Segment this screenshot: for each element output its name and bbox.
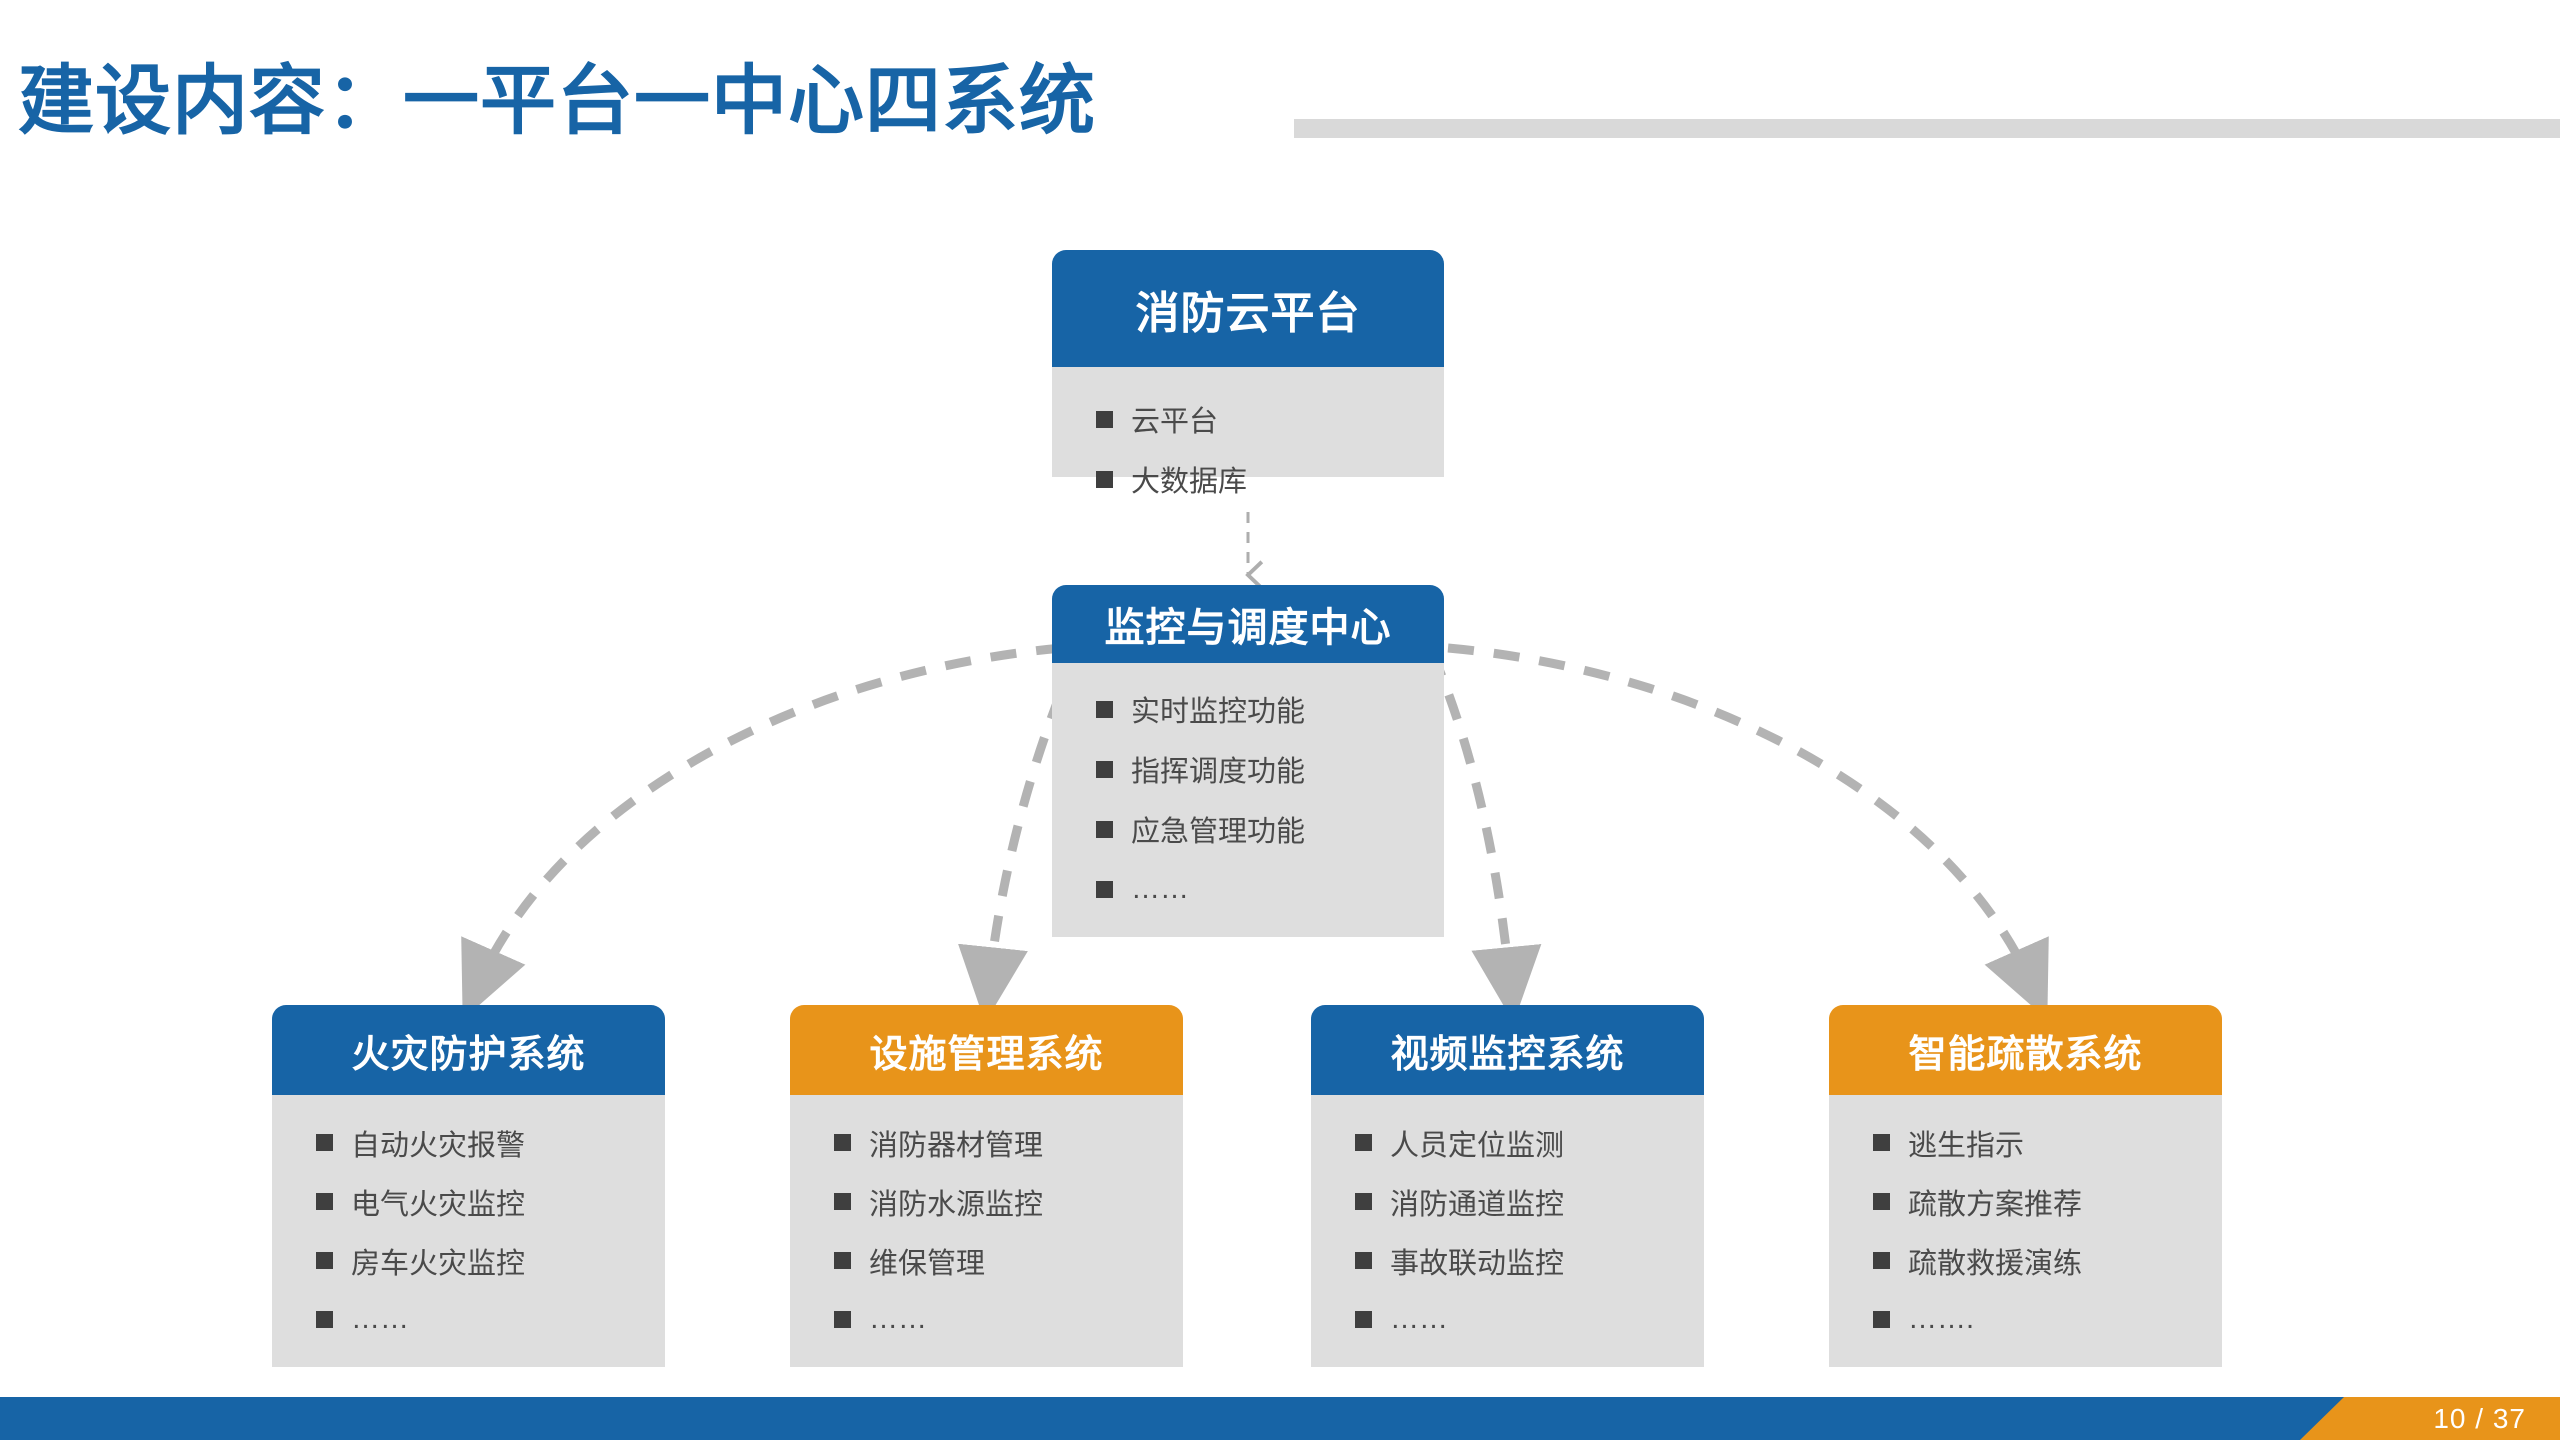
list-item: 房车火灾监控 [272, 1231, 665, 1290]
list-item: 事故联动监控 [1311, 1231, 1704, 1290]
footer-accent-shape [2300, 1397, 2560, 1440]
card-system-smart-evacuation[interactable]: 智能疏散系统 逃生指示 疏散方案推荐 疏散救援演练 ……. [1829, 1005, 2222, 1367]
card-system-fire-protection-header: 火灾防护系统 [272, 1005, 665, 1095]
list-item-label: 消防通道监控 [1390, 1188, 1565, 1221]
square-bullet-icon [316, 1252, 333, 1269]
list-item: ……. [1829, 1290, 2222, 1349]
card-platform[interactable]: 消防云平台 云平台 大数据库 [1052, 250, 1444, 498]
square-bullet-icon [316, 1193, 333, 1210]
list-item-label: 电气火灾监控 [351, 1188, 526, 1221]
list-item: …… [272, 1290, 665, 1349]
card-platform-body: 云平台 大数据库 [1052, 367, 1444, 498]
list-item-label: 指挥调度功能 [1131, 756, 1306, 788]
square-bullet-icon [1096, 880, 1113, 898]
square-bullet-icon [316, 1311, 333, 1328]
card-system-video-surveillance-header: 视频监控系统 [1311, 1005, 1704, 1095]
list-item: 应急管理功能 [1052, 799, 1444, 859]
page-title: 建设内容：一平台一中心四系统 [18, 59, 1096, 144]
footer-bar [0, 1397, 2560, 1440]
list-item-label: 消防水源监控 [869, 1188, 1044, 1221]
list-item-label: 消防器材管理 [869, 1129, 1044, 1162]
card-system-video-surveillance[interactable]: 视频监控系统 人员定位监测 消防通道监控 事故联动监控 …… [1311, 1005, 1704, 1367]
list-item: 云平台 [1052, 389, 1444, 449]
square-bullet-icon [1355, 1311, 1372, 1328]
square-bullet-icon [1096, 820, 1113, 838]
card-system-smart-evacuation-body: 逃生指示 疏散方案推荐 疏散救援演练 ……. [1829, 1095, 2222, 1367]
list-item-label: 实时监控功能 [1131, 696, 1306, 728]
list-item: …… [1311, 1290, 1704, 1349]
list-item-label: 疏散救援演练 [1908, 1247, 2083, 1280]
list-item-label: …… [1390, 1303, 1448, 1335]
list-item: 实时监控功能 [1052, 679, 1444, 739]
square-bullet-icon [1873, 1252, 1890, 1269]
list-item: 疏散救援演练 [1829, 1231, 2222, 1290]
list-item: …… [790, 1290, 1183, 1349]
square-bullet-icon [834, 1311, 851, 1328]
list-item: 电气火灾监控 [272, 1172, 665, 1231]
square-bullet-icon [1873, 1311, 1890, 1328]
list-item-label: …… [869, 1303, 927, 1335]
card-system-fire-protection-body: 自动火灾报警 电气火灾监控 房车火灾监控 …… [272, 1095, 665, 1367]
page-number: 10 / 37 [2433, 1403, 2526, 1434]
list-item-label: 房车火灾监控 [351, 1247, 526, 1280]
square-bullet-icon [1096, 760, 1113, 778]
card-system-facility-management-header: 设施管理系统 [790, 1005, 1183, 1095]
square-bullet-icon [834, 1252, 851, 1269]
card-system-facility-management-body: 消防器材管理 消防水源监控 维保管理 …… [790, 1095, 1183, 1367]
list-item-label: 云平台 [1131, 406, 1219, 438]
square-bullet-icon [834, 1193, 851, 1210]
square-bullet-icon [1355, 1134, 1372, 1151]
list-item: 消防通道监控 [1311, 1172, 1704, 1231]
list-item: 疏散方案推荐 [1829, 1172, 2222, 1231]
square-bullet-icon [316, 1134, 333, 1151]
square-bullet-icon [1096, 410, 1113, 428]
list-item-label: …… [351, 1303, 409, 1335]
list-item-label: 应急管理功能 [1131, 816, 1306, 848]
list-item-label: 大数据库 [1131, 466, 1248, 498]
list-item-label: 人员定位监测 [1390, 1129, 1565, 1162]
list-item: 人员定位监测 [1311, 1113, 1704, 1172]
list-item: 自动火灾报警 [272, 1113, 665, 1172]
list-item-label: 事故联动监控 [1390, 1247, 1565, 1280]
list-item: 指挥调度功能 [1052, 739, 1444, 799]
card-system-fire-protection[interactable]: 火灾防护系统 自动火灾报警 电气火灾监控 房车火灾监控 …… [272, 1005, 665, 1367]
square-bullet-icon [1096, 470, 1113, 488]
card-control-center-header: 监控与调度中心 [1052, 585, 1444, 663]
list-item: 消防器材管理 [790, 1113, 1183, 1172]
square-bullet-icon [1873, 1134, 1890, 1151]
list-item: 大数据库 [1052, 449, 1444, 509]
list-item-label: ……. [1908, 1303, 1975, 1335]
square-bullet-icon [1873, 1193, 1890, 1210]
list-item: 消防水源监控 [790, 1172, 1183, 1231]
list-item: …… [1052, 859, 1444, 919]
connector-center-to-system-3 [1447, 643, 2049, 1020]
list-item: 维保管理 [790, 1231, 1183, 1290]
square-bullet-icon [1355, 1193, 1372, 1210]
square-bullet-icon [834, 1134, 851, 1151]
card-system-smart-evacuation-header: 智能疏散系统 [1829, 1005, 2222, 1095]
list-item-label: 维保管理 [869, 1247, 986, 1280]
card-platform-header: 消防云平台 [1052, 250, 1444, 367]
title-rule-decoration [1294, 119, 2560, 138]
card-control-center-body: 实时监控功能 指挥调度功能 应急管理功能 …… [1052, 663, 1444, 937]
list-item-label: 疏散方案推荐 [1908, 1188, 2083, 1221]
list-item: 逃生指示 [1829, 1113, 2222, 1172]
card-control-center[interactable]: 监控与调度中心 实时监控功能 指挥调度功能 应急管理功能 …… [1052, 585, 1444, 937]
card-system-facility-management[interactable]: 设施管理系统 消防器材管理 消防水源监控 维保管理 …… [790, 1005, 1183, 1367]
square-bullet-icon [1355, 1252, 1372, 1269]
card-system-video-surveillance-body: 人员定位监测 消防通道监控 事故联动监控 …… [1311, 1095, 1704, 1367]
list-item-label: 逃生指示 [1908, 1129, 2025, 1162]
list-item-label: 自动火灾报警 [351, 1129, 526, 1162]
square-bullet-icon [1096, 700, 1113, 718]
list-item-label: …… [1131, 872, 1189, 905]
connector-center-to-system-0 [461, 643, 1063, 1020]
